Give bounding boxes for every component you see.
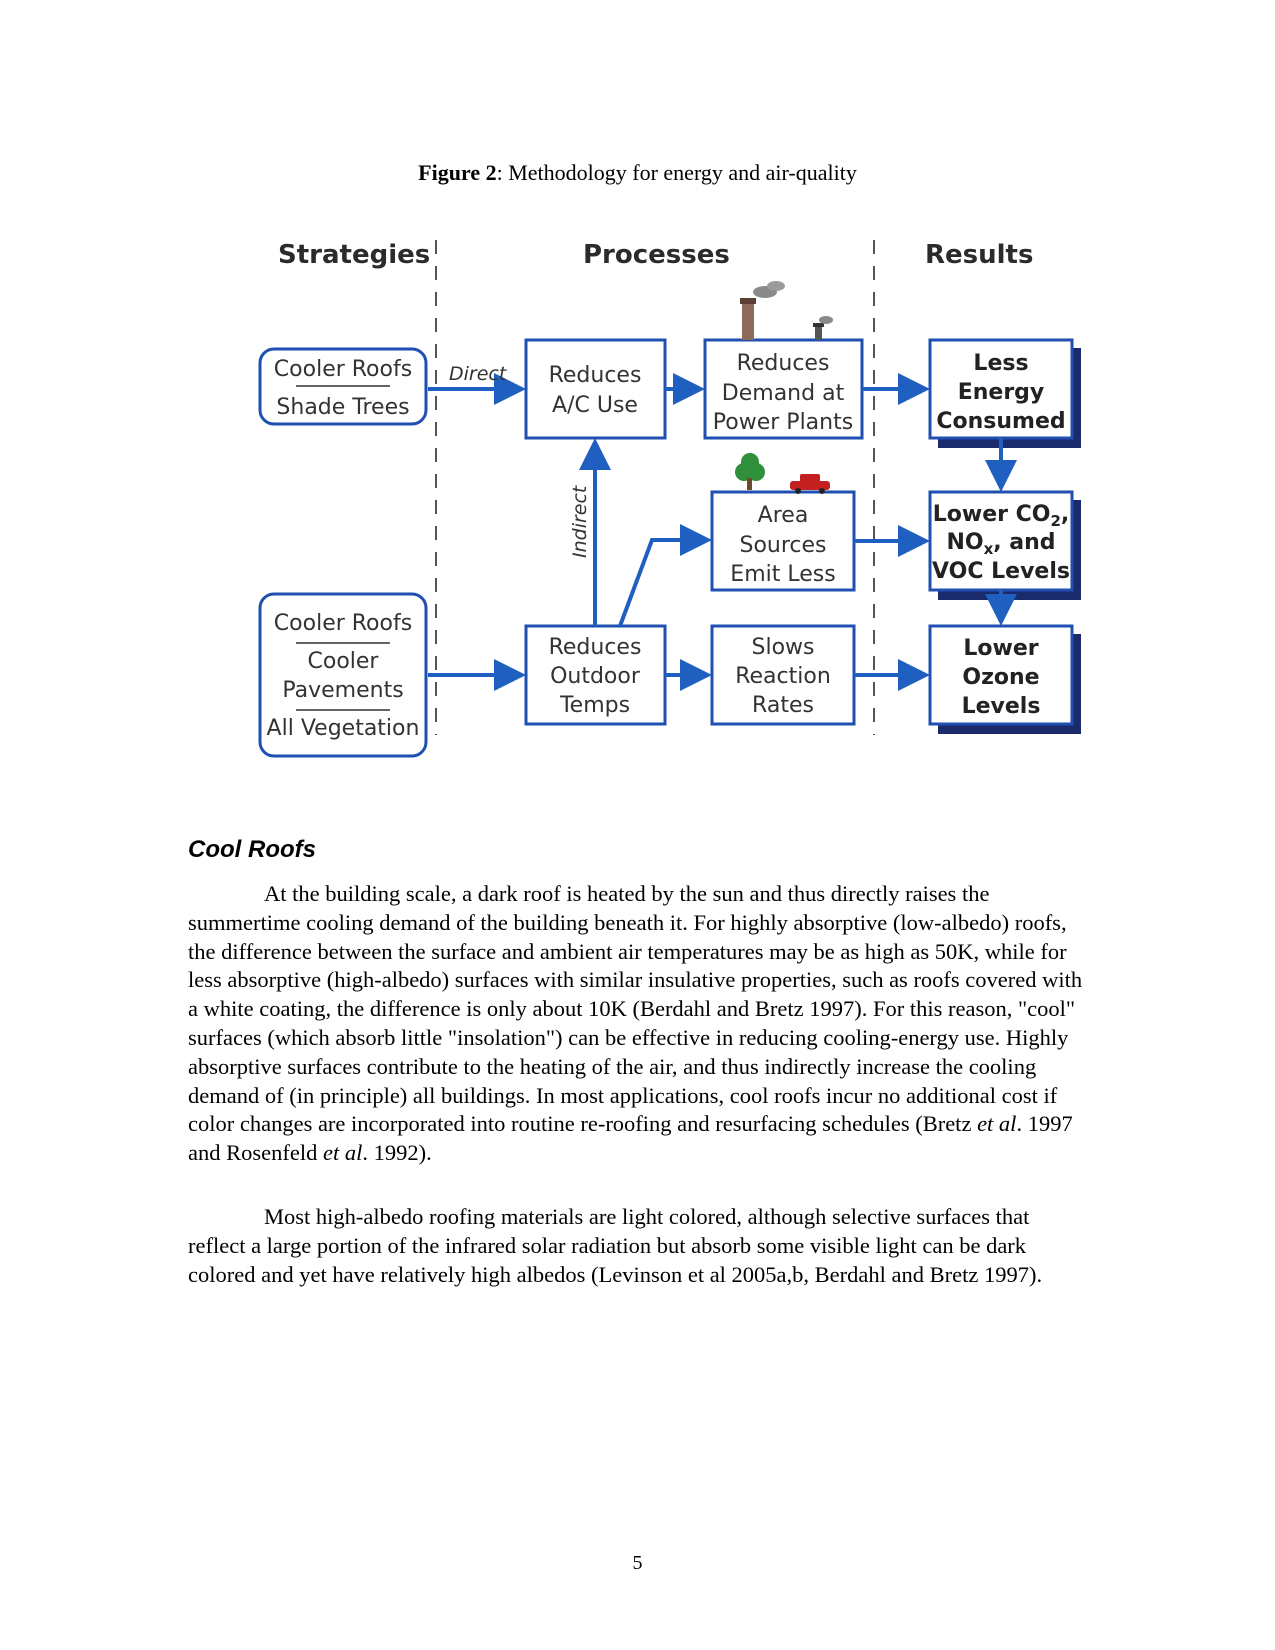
- process-slows-line2: Reaction: [735, 664, 831, 689]
- process-power-line2: Demand at: [722, 381, 845, 406]
- car-icon: [790, 474, 830, 494]
- strategy-bottom-line1: Cooler Roofs: [274, 611, 412, 636]
- result-co2-line3: VOC Levels: [932, 559, 1070, 584]
- strategy-top-line1: Cooler Roofs: [274, 357, 412, 382]
- process-outdoor-line3: Temps: [559, 693, 630, 718]
- methodology-diagram: Strategies Processes Results Cooler Roof…: [258, 240, 1081, 758]
- tree-icon: [735, 453, 765, 490]
- paragraph-2: Most high-albedo roofing materials are l…: [188, 1204, 1043, 1287]
- arrow-outdoor-to-area: [618, 524, 712, 627]
- process-power-line3: Power Plants: [713, 410, 853, 435]
- process-area-line1: Area: [758, 503, 809, 528]
- figure-caption: Figure 2: Methodology for energy and air…: [0, 160, 1275, 186]
- strategy-box-top: Cooler Roofs Shade Trees: [258, 347, 428, 426]
- label-indirect: Indirect: [569, 484, 591, 558]
- page-number: 5: [632, 1552, 643, 1574]
- process-ac-line1: Reduces: [549, 363, 642, 388]
- section-title: Cool Roofs: [188, 836, 316, 863]
- result-ozone-line1: Lower: [963, 636, 1038, 661]
- result-energy-line2: Energy: [958, 380, 1045, 405]
- paragraph-1: At the building scale, a dark roof is he…: [188, 881, 1083, 1166]
- strategy-bottom-line4: All Vegetation: [267, 716, 420, 741]
- process-ac-line2: A/C Use: [552, 393, 638, 418]
- result-box-energy: Less Energy Consumed: [928, 338, 1081, 448]
- process-slows-line3: Rates: [752, 693, 814, 718]
- strategy-top-line2: Shade Trees: [276, 395, 409, 420]
- result-co2-line1: Lower CO2,: [933, 502, 1070, 530]
- strategy-bottom-line2: Cooler: [308, 649, 380, 674]
- result-ozone-line2: Ozone: [962, 665, 1039, 690]
- process-box-ac: Reduces A/C Use: [524, 338, 667, 440]
- result-co2-line2: NOx, and: [946, 530, 1055, 558]
- result-box-ozone: Lower Ozone Levels: [928, 624, 1081, 734]
- result-energy-line3: Consumed: [936, 409, 1065, 434]
- header-results: Results: [925, 240, 1033, 270]
- process-area-line2: Sources: [739, 533, 826, 558]
- result-ozone-line3: Levels: [962, 694, 1041, 719]
- result-energy-line1: Less: [973, 351, 1028, 376]
- label-direct: Direct: [449, 363, 508, 385]
- header-processes: Processes: [583, 240, 730, 270]
- process-box-outdoor: Reduces Outdoor Temps: [524, 624, 667, 726]
- process-box-power: Reduces Demand at Power Plants: [703, 338, 864, 440]
- header-strategies: Strategies: [278, 240, 430, 270]
- strategy-box-bottom: Cooler Roofs Cooler Pavements All Vegeta…: [258, 592, 428, 758]
- smokestack-icon: [740, 281, 833, 340]
- process-power-line1: Reduces: [737, 351, 830, 376]
- strategy-bottom-line3: Pavements: [282, 678, 403, 703]
- result-box-co2: Lower CO2, NOx, and VOC Levels: [928, 490, 1081, 600]
- process-outdoor-line1: Reduces: [549, 635, 642, 660]
- process-box-area: Area Sources Emit Less: [710, 490, 856, 592]
- process-area-line3: Emit Less: [730, 562, 835, 587]
- figure-label: Figure 2: [418, 160, 497, 185]
- figure-caption-text: : Methodology for energy and air-quality: [496, 160, 857, 185]
- process-box-slows: Slows Reaction Rates: [710, 624, 856, 726]
- process-outdoor-line2: Outdoor: [550, 664, 641, 689]
- process-slows-line1: Slows: [752, 635, 815, 660]
